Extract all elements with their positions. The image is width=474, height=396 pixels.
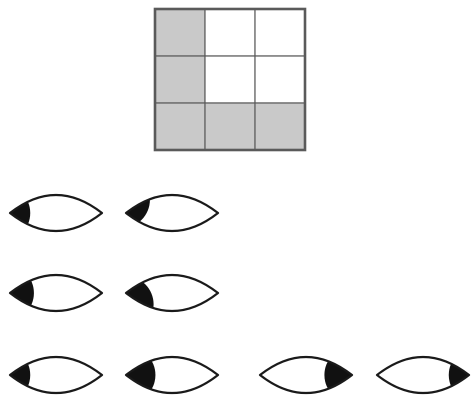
pupil-group xyxy=(93,171,150,228)
pupil xyxy=(0,185,30,242)
eye-icon xyxy=(377,347,474,396)
pupil xyxy=(324,347,381,396)
eye-icon xyxy=(0,185,102,242)
grid-cell-2-1 xyxy=(155,56,205,103)
eye-icon xyxy=(260,347,381,396)
eye-icon xyxy=(97,275,218,333)
pupil-group xyxy=(0,185,30,242)
pupil xyxy=(449,347,474,396)
eye-row-1 xyxy=(0,171,218,241)
eye-icon xyxy=(0,265,102,322)
eye-row-3 xyxy=(0,347,474,396)
pupil xyxy=(0,265,34,322)
eye-row-2 xyxy=(0,265,218,333)
grid-cell-1-2 xyxy=(205,9,255,56)
grid-cell-3-1 xyxy=(155,103,205,150)
grid-cell-2-3 xyxy=(255,56,305,103)
grid-cell-3-3 xyxy=(255,103,305,150)
grid-cell-2-2 xyxy=(205,56,255,103)
eye-icon xyxy=(98,347,218,396)
eye-rows xyxy=(0,171,474,396)
pupil-group xyxy=(0,265,34,322)
pupil xyxy=(93,171,150,228)
grid-cell-3-2 xyxy=(205,103,255,150)
grid-cell-1-1 xyxy=(155,9,205,56)
pupil-group xyxy=(324,347,381,396)
eye-icon xyxy=(0,347,102,396)
shaded-grid xyxy=(155,9,305,150)
eye-icon xyxy=(93,171,218,231)
grid-cell-1-3 xyxy=(255,9,305,56)
pupil-group xyxy=(449,347,474,396)
